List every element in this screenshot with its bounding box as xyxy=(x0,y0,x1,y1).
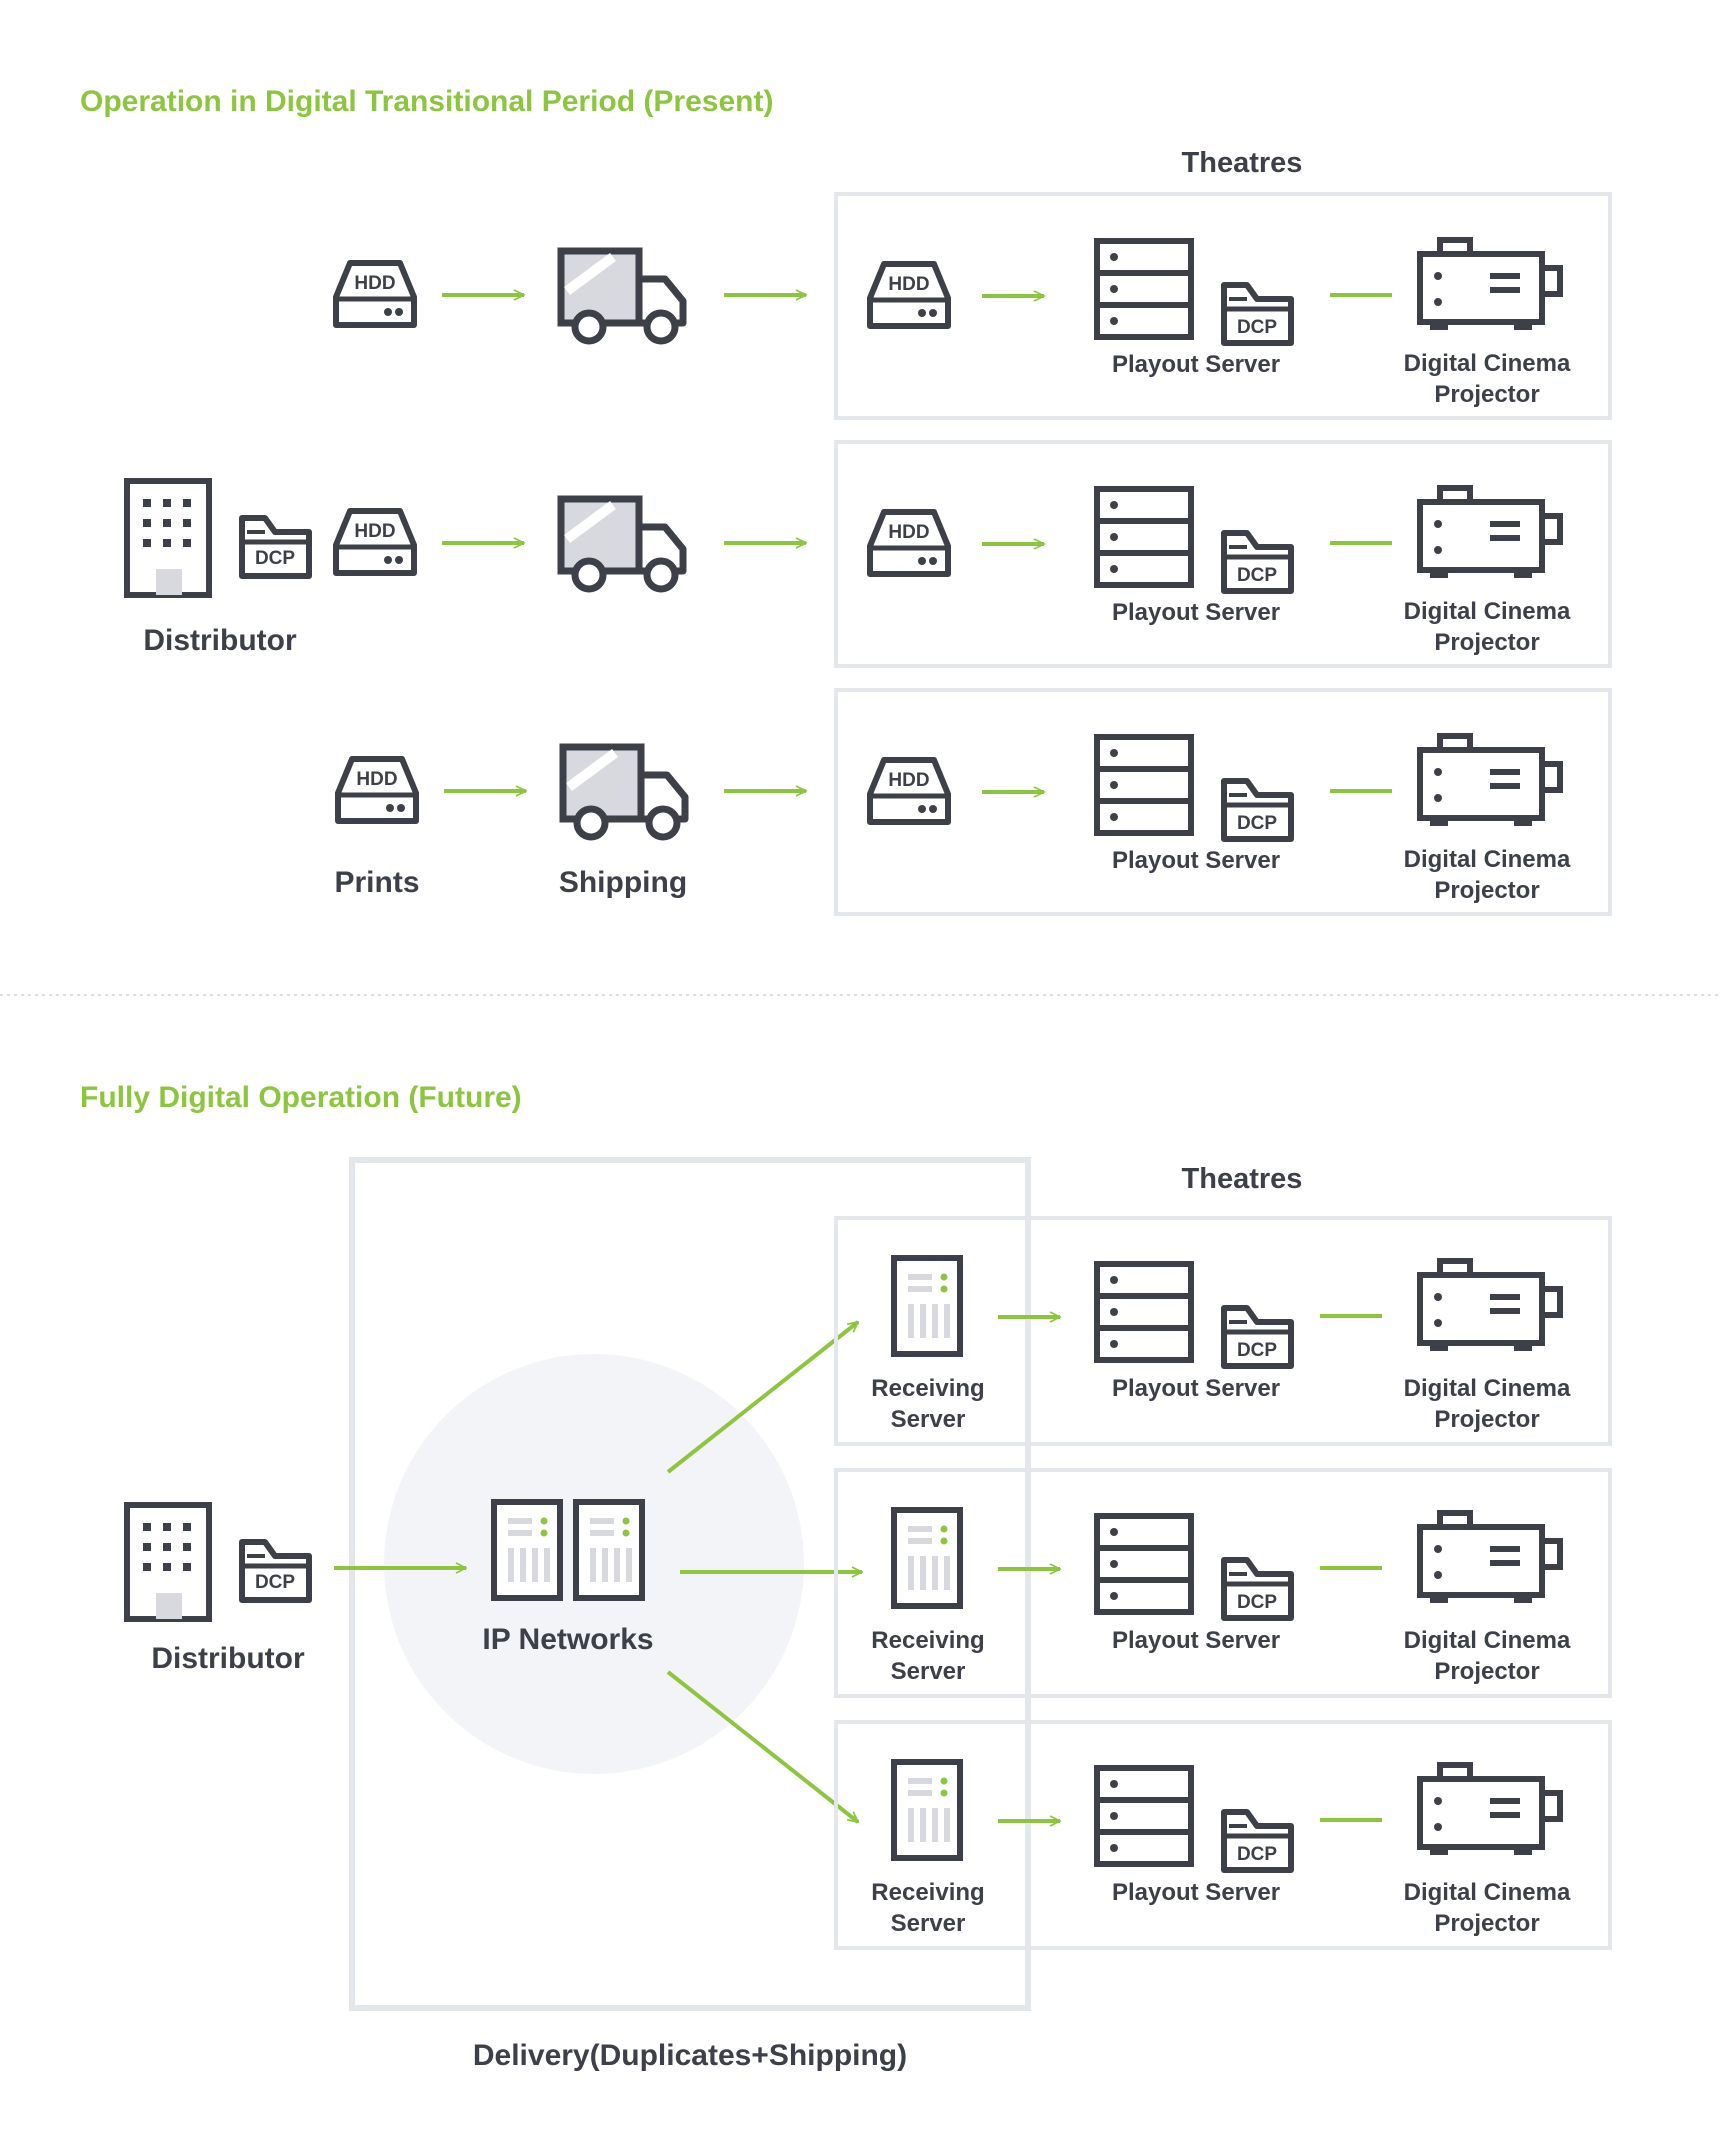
receiving-server-icon xyxy=(894,1258,960,1354)
svg-text:HDD: HDD xyxy=(356,769,397,790)
future-distributor-dcp-icon: DCP xyxy=(242,1542,309,1600)
projector-label-line2: Projector xyxy=(1434,381,1539,408)
svg-text:DCP: DCP xyxy=(1237,813,1277,834)
svg-text:DCP: DCP xyxy=(255,548,295,569)
projector-label-line1: Digital Cinema xyxy=(1404,1375,1571,1402)
receiving-server-label-line1: Receiving xyxy=(871,1879,984,1906)
svg-text:DCP: DCP xyxy=(1237,317,1277,338)
projector-label-line1: Digital Cinema xyxy=(1404,1879,1571,1906)
shipping-label: Shipping xyxy=(559,866,687,899)
future-distributor-label: Distributor xyxy=(151,1642,305,1675)
theatre-dcp-icon: DCP xyxy=(1224,533,1291,591)
projector-icon xyxy=(1420,736,1560,826)
theatre-dcp-icon: DCP xyxy=(1224,1308,1291,1366)
distributor-building-icon xyxy=(127,481,209,595)
prints-label: Prints xyxy=(334,866,419,899)
theatre-hdd-icon: HDD xyxy=(870,512,948,574)
svg-text:HDD: HDD xyxy=(888,522,929,543)
network-server-icon xyxy=(494,1502,560,1598)
svg-text:HDD: HDD xyxy=(354,273,395,294)
present-theatre-box: HDD DCP Playout Server Digital Cinema Pr… xyxy=(834,192,1612,420)
playout-server-icon xyxy=(1097,1264,1191,1360)
row3-print-hdd-icon: HDD xyxy=(338,759,416,821)
playout-server-label: Playout Server xyxy=(1112,1375,1280,1402)
playout-server-icon xyxy=(1097,1768,1191,1864)
network-arrow-to-theatre1 xyxy=(666,1320,858,1474)
receiving-server-label-line1: Receiving xyxy=(871,1375,984,1402)
future-theatre-box: Receiving Server DCP Playout Server Digi… xyxy=(834,1720,1612,1950)
projector-label-line2: Projector xyxy=(1434,877,1539,904)
receiving-server-label-line2: Server xyxy=(891,1910,966,1937)
playout-server-icon xyxy=(1097,241,1191,337)
playout-server-label: Playout Server xyxy=(1112,351,1280,378)
playout-server-label: Playout Server xyxy=(1112,1879,1280,1906)
present-section-title: Operation in Digital Transitional Period… xyxy=(80,85,773,118)
svg-text:DCP: DCP xyxy=(1237,1844,1277,1865)
svg-text:HDD: HDD xyxy=(888,770,929,791)
projector-label-line1: Digital Cinema xyxy=(1404,350,1571,377)
receiving-server-label-line1: Receiving xyxy=(871,1627,984,1654)
projector-icon xyxy=(1420,1513,1560,1603)
svg-text:DCP: DCP xyxy=(1237,565,1277,586)
projector-label-line2: Projector xyxy=(1434,629,1539,656)
row2-print-hdd-icon: HDD xyxy=(336,511,414,573)
svg-text:HDD: HDD xyxy=(888,274,929,295)
playout-server-label: Playout Server xyxy=(1112,847,1280,874)
future-theatre-box: Receiving Server DCP Playout Server Digi… xyxy=(834,1468,1612,1698)
projector-icon xyxy=(1420,1765,1560,1855)
playout-server-icon xyxy=(1097,1516,1191,1612)
network-label: IP Networks xyxy=(482,1623,653,1656)
receiving-server-label-line2: Server xyxy=(891,1658,966,1685)
projector-label-line1: Digital Cinema xyxy=(1404,598,1571,625)
delivery-container xyxy=(349,1157,1031,2011)
playout-server-icon xyxy=(1097,737,1191,833)
delivery-label: Delivery(Duplicates+Shipping) xyxy=(473,2039,907,2072)
network-arrow-to-theatre3 xyxy=(666,1670,858,1824)
row1-truck-icon xyxy=(561,251,683,341)
present-distributor-label: Distributor xyxy=(143,624,297,657)
svg-text:DCP: DCP xyxy=(1237,1340,1277,1361)
svg-text:DCP: DCP xyxy=(1237,1592,1277,1613)
projector-label-line1: Digital Cinema xyxy=(1404,846,1571,873)
projector-label-line2: Projector xyxy=(1434,1658,1539,1685)
theatre-dcp-icon: DCP xyxy=(1224,781,1291,839)
projector-label-line2: Projector xyxy=(1434,1406,1539,1433)
distributor-dcp-icon: DCP xyxy=(242,518,309,576)
future-theatres-heading: Theatres xyxy=(1182,1163,1303,1195)
projector-label-line1: Digital Cinema xyxy=(1404,1627,1571,1654)
future-theatre-box: Receiving Server DCP Playout Server Digi… xyxy=(834,1216,1612,1446)
svg-text:HDD: HDD xyxy=(354,521,395,542)
future-distributor-building-icon xyxy=(127,1505,209,1619)
playout-server-label: Playout Server xyxy=(1112,599,1280,626)
theatre-hdd-icon: HDD xyxy=(870,760,948,822)
network-server-icon xyxy=(576,1502,642,1598)
row2-truck-icon xyxy=(561,499,683,589)
svg-text:DCP: DCP xyxy=(255,1572,295,1593)
receiving-server-label-line2: Server xyxy=(891,1406,966,1433)
playout-server-icon xyxy=(1097,489,1191,585)
projector-label-line2: Projector xyxy=(1434,1910,1539,1937)
future-section-title: Fully Digital Operation (Future) xyxy=(80,1081,522,1114)
theatre-hdd-icon: HDD xyxy=(870,264,948,326)
theatre-dcp-icon: DCP xyxy=(1224,285,1291,343)
row3-truck-icon xyxy=(563,747,685,837)
projector-icon xyxy=(1420,1261,1560,1351)
present-theatres-heading: Theatres xyxy=(1182,147,1303,179)
projector-icon xyxy=(1420,240,1560,330)
projector-icon xyxy=(1420,488,1560,578)
present-theatre-box: HDD DCP Playout Server Digital Cinema Pr… xyxy=(834,688,1612,916)
theatre-dcp-icon: DCP xyxy=(1224,1812,1291,1870)
receiving-server-icon xyxy=(894,1510,960,1606)
row1-print-hdd-icon: HDD xyxy=(336,263,414,325)
present-theatre-box: HDD DCP Playout Server Digital Cinema Pr… xyxy=(834,440,1612,668)
receiving-server-icon xyxy=(894,1762,960,1858)
theatre-dcp-icon: DCP xyxy=(1224,1560,1291,1618)
playout-server-label: Playout Server xyxy=(1112,1627,1280,1654)
